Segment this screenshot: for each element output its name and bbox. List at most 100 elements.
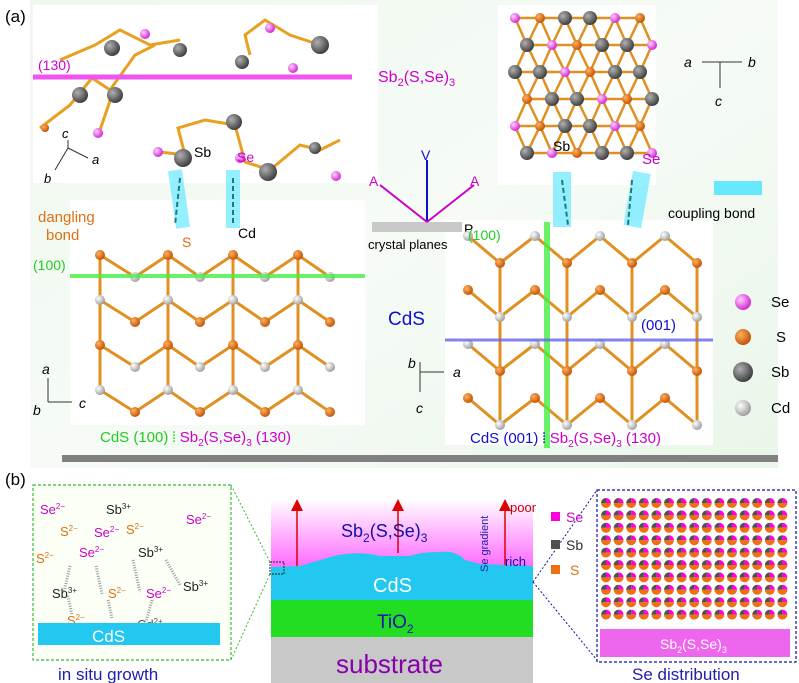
s-fraction	[601, 503, 611, 508]
se-fraction	[719, 510, 725, 516]
s-fraction	[764, 540, 775, 546]
sb-atom	[595, 38, 609, 52]
sb-fraction	[676, 572, 682, 578]
s-atom	[572, 40, 582, 50]
cds-bond	[134, 343, 169, 369]
se-atom	[547, 40, 557, 50]
s-fraction	[601, 552, 611, 558]
cds-bond	[297, 343, 331, 369]
legend-s: S	[776, 329, 786, 346]
se-atom	[560, 67, 570, 77]
s-fraction	[601, 540, 611, 546]
s-fraction	[701, 602, 712, 608]
sb-fraction	[739, 597, 745, 603]
s-atom	[293, 250, 303, 260]
sb-fraction	[727, 609, 732, 615]
se-fraction	[643, 535, 649, 541]
ion-charge: 2−	[117, 586, 126, 595]
sb-atom	[104, 40, 120, 56]
s-fraction	[739, 614, 750, 620]
axis-c-label-4: c	[416, 400, 423, 416]
sb-fraction	[701, 597, 707, 603]
cds-bond	[599, 342, 633, 373]
s-fraction	[764, 614, 775, 620]
dist-legend-s: S	[570, 562, 579, 578]
caption-end: (130)	[622, 430, 661, 447]
sb-fraction	[676, 584, 682, 590]
s-fraction	[613, 614, 624, 620]
se-fraction	[757, 522, 763, 528]
se-fraction	[719, 547, 725, 553]
se-fraction	[669, 522, 674, 528]
s-fraction	[613, 577, 624, 583]
se-fraction	[744, 547, 750, 553]
sb-atom	[620, 38, 634, 52]
s-fraction	[626, 614, 637, 620]
sb-fraction	[689, 522, 695, 528]
sb-fraction	[613, 609, 619, 615]
se-fraction	[719, 560, 725, 565]
ion-charge: 2+	[154, 617, 163, 626]
sb-atom	[520, 146, 534, 160]
se-fraction	[643, 547, 649, 553]
s-atom	[195, 407, 205, 417]
sb-fraction	[664, 535, 669, 541]
se-fraction	[719, 535, 725, 541]
se-fraction	[618, 584, 624, 590]
sb-fraction	[727, 572, 732, 578]
s-fraction	[727, 614, 737, 620]
s-fraction	[714, 527, 725, 533]
se-fraction	[782, 547, 788, 553]
s-fraction	[676, 565, 687, 570]
base-mid: (S,Se)	[682, 636, 722, 652]
sb-fraction	[638, 609, 644, 615]
sb-fraction	[689, 597, 695, 603]
cds-bond	[99, 343, 136, 369]
se-atom	[510, 121, 520, 131]
zoom-line-1	[230, 484, 271, 563]
sb-fraction	[676, 522, 682, 528]
cds-bond	[264, 298, 299, 324]
right-caption: CdS (001)⦙Sb2(S,Se)3 (130)	[470, 430, 661, 450]
se-atom	[288, 63, 298, 73]
se-atom	[597, 94, 607, 104]
caption-sep: ⦙	[542, 430, 545, 447]
s-fraction	[676, 614, 687, 620]
se-fraction	[706, 522, 712, 528]
cd-atom	[163, 385, 173, 395]
s-fraction	[651, 589, 662, 595]
ion-charge: 2−	[45, 551, 54, 560]
sb-fraction	[752, 547, 758, 553]
se-fraction	[631, 510, 637, 516]
s-atom	[228, 250, 238, 260]
se-fraction	[769, 609, 775, 615]
sb-fraction	[651, 522, 657, 528]
s-fraction	[651, 614, 662, 620]
se-fraction	[606, 597, 611, 603]
s-atom	[585, 67, 595, 77]
s-fraction	[676, 589, 687, 595]
se-fraction	[631, 535, 637, 541]
se-fraction	[606, 560, 611, 565]
sb-fraction	[777, 572, 783, 578]
se-fraction	[694, 609, 700, 615]
sb-fraction	[701, 609, 707, 615]
se-label: Se	[237, 149, 254, 165]
sb-fraction	[764, 572, 770, 578]
sb-fraction	[777, 547, 783, 553]
s-fraction	[676, 527, 687, 533]
cds-bond	[534, 288, 568, 319]
s-fraction	[701, 503, 712, 508]
s-fraction	[777, 577, 788, 583]
s-fraction	[764, 552, 775, 558]
s-atom	[535, 13, 545, 23]
se-fraction	[669, 560, 674, 565]
axis-c-label: c	[62, 126, 69, 141]
sb-fraction	[714, 584, 720, 590]
se-atom	[331, 171, 341, 181]
cd-atom	[562, 420, 572, 430]
cds-bond	[534, 342, 568, 373]
s-fraction	[664, 527, 674, 533]
se-fraction	[606, 535, 611, 541]
cds-bond	[134, 253, 169, 279]
